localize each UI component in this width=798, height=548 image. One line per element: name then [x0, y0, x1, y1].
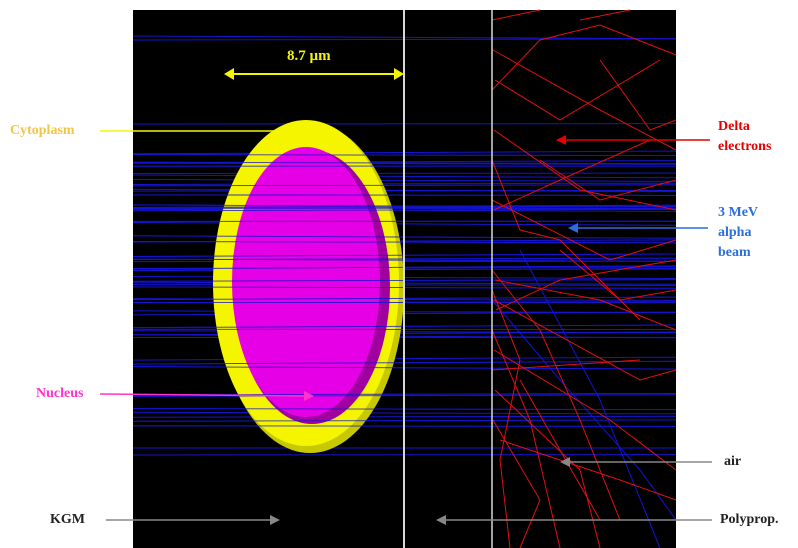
delta-track	[491, 24, 677, 91]
nucleus-label: Nucleus	[36, 386, 84, 401]
delta-track	[495, 259, 677, 311]
delta-track	[494, 59, 661, 121]
delta-arrow	[556, 135, 710, 145]
alpha-label-line1: 3 MeV	[718, 205, 759, 220]
delta-track	[494, 389, 601, 548]
dimension-arrow	[224, 68, 404, 80]
air-arrow	[560, 457, 712, 467]
delta-track	[599, 59, 677, 131]
delta-track	[499, 439, 677, 501]
delta-track	[493, 129, 677, 211]
annotation-arrows	[99, 126, 712, 525]
alpha-label-line2: alpha	[718, 225, 752, 240]
delta-track	[539, 159, 677, 201]
delta-track	[491, 199, 677, 261]
alpha-arrow	[568, 223, 708, 233]
polyprop-arrow	[436, 515, 712, 525]
delta-track	[494, 279, 677, 331]
delta-track	[491, 329, 561, 548]
cytoplasm-arrow	[100, 126, 304, 136]
alpha-label-line3: beam	[718, 245, 751, 260]
polyprop-label: Polyprop.	[720, 512, 779, 527]
delta-track	[493, 139, 651, 211]
delta-label-line2: electrons	[718, 139, 772, 154]
delta-track	[491, 269, 621, 521]
delta-track	[519, 379, 601, 521]
dimension-label: 8.7 µm	[287, 48, 331, 64]
delta-electron-tracks	[491, 9, 677, 548]
delta-track	[491, 9, 541, 21]
cytoplasm-label: Cytoplasm	[10, 123, 75, 138]
delta-track	[493, 299, 677, 381]
delta-track	[491, 159, 641, 321]
delta-track	[492, 49, 677, 151]
delta-label-line1: Delta	[718, 119, 750, 134]
alpha-label: 3 MeV alpha beam	[718, 203, 758, 263]
delta-track	[493, 349, 677, 471]
nucleus-arrow	[99, 391, 314, 401]
delta-label: Delta electrons	[718, 117, 771, 157]
delta-track	[491, 359, 641, 371]
delta-track	[492, 419, 541, 548]
alpha-track	[491, 299, 677, 521]
nucleus	[232, 147, 380, 417]
delta-track	[491, 289, 521, 548]
delta-track	[579, 9, 631, 21]
air-label: air	[724, 454, 742, 469]
kgm-label: KGM	[50, 512, 85, 527]
kgm-arrow	[106, 515, 280, 525]
alpha-track	[519, 249, 661, 548]
delta-track	[559, 249, 677, 301]
